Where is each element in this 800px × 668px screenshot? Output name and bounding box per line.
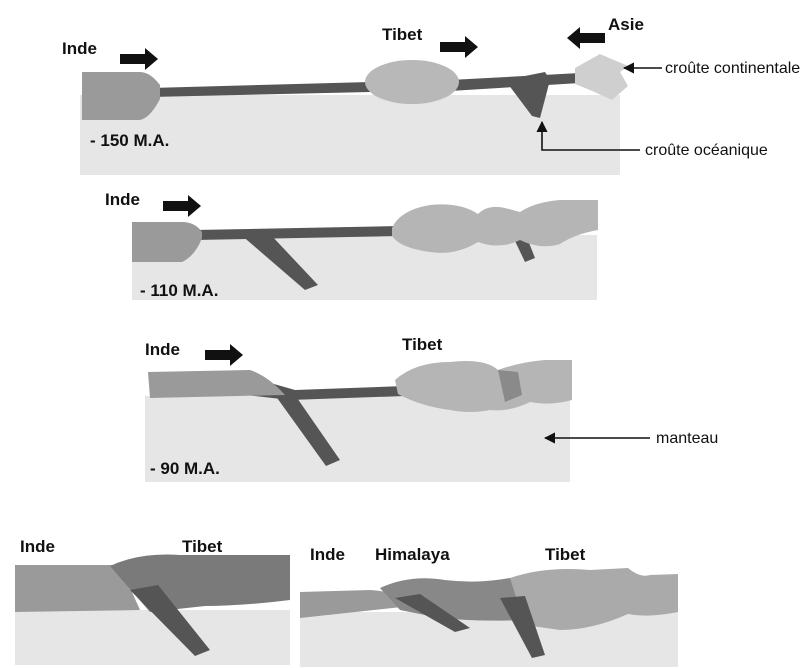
india-motion-arrow-1: [120, 48, 158, 70]
himalaya-label-stage5: Himalaya: [375, 545, 450, 564]
oceanic-crust-label: croûte océanique: [645, 142, 768, 159]
asia-motion-arrow-1: [567, 27, 605, 49]
time-label-stage2: - 110 M.A.: [140, 281, 218, 300]
asia-label-stage1: Asie: [608, 15, 644, 34]
india-plate: [82, 72, 160, 120]
oceanic-crust: [150, 82, 370, 97]
india-label-stage5: Inde: [310, 545, 345, 564]
tibet-label-stage1: Tibet: [382, 25, 423, 44]
india-label-stage3: Inde: [145, 340, 180, 359]
stage-collision-2: [300, 568, 678, 667]
india-label-stage2: Inde: [105, 190, 140, 209]
asia-block: [575, 54, 628, 100]
continental-crust-label: croûte continentale: [665, 60, 800, 77]
stage-collision-1: [15, 554, 290, 665]
stage-150ma: [80, 54, 628, 175]
india-label-stage4: Inde: [20, 537, 55, 556]
time-label-stage1: - 150 M.A.: [90, 131, 169, 150]
time-label-stage3: - 90 M.A.: [150, 459, 220, 478]
mantle-label: manteau: [656, 430, 718, 447]
india-plate: [148, 370, 285, 398]
tibet-label-stage5: Tibet: [545, 545, 586, 564]
india-motion-arrow-2: [163, 195, 201, 217]
mantle-area: [15, 610, 290, 665]
tibet-motion-arrow-1: [440, 36, 478, 58]
tibet-label-stage4: Tibet: [182, 537, 223, 556]
tibet-label-stage3: Tibet: [402, 335, 443, 354]
india-motion-arrow-3: [205, 344, 243, 366]
india-label-stage1: Inde: [62, 39, 97, 58]
tibet-block: [365, 60, 459, 104]
